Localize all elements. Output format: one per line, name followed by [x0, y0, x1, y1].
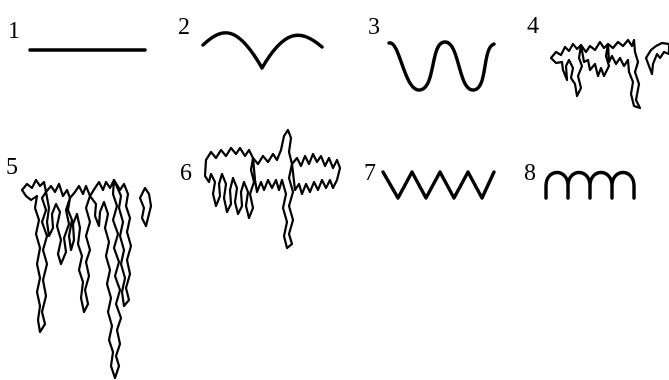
- panel-label-1: 1: [8, 18, 20, 44]
- panel-label-4: 4: [527, 13, 539, 39]
- panel-4: 4: [527, 13, 669, 108]
- zigzag-profile: [383, 172, 494, 198]
- jagged-fingers-long-profile-part: [140, 188, 151, 226]
- panel-label-3: 3: [368, 14, 380, 40]
- jagged-fingers-long-profile: [22, 180, 47, 332]
- jagged-fingers-dense-profile-part: [292, 154, 340, 194]
- jagged-fingers-dense-profile-part: [253, 130, 293, 248]
- deep-wave-profile: [389, 42, 494, 90]
- jagged-fingers-dense-profile: [205, 148, 254, 218]
- panel-1: 1: [8, 18, 145, 50]
- panel-5: 5: [6, 154, 151, 378]
- jagged-fingers-short-profile-part: [646, 43, 669, 74]
- panel-3: 3: [368, 14, 494, 90]
- jagged-fingers-long-profile-part: [90, 180, 121, 378]
- panel-7: 7: [364, 160, 494, 198]
- jagged-fingers-long-profile-part: [46, 184, 70, 264]
- panel-6: 6: [180, 130, 340, 248]
- panel-label-7: 7: [364, 160, 376, 186]
- panel-label-5: 5: [6, 154, 18, 180]
- panel-label-8: 8: [524, 160, 536, 186]
- arches-profile: [546, 173, 634, 199]
- gentle-wave-profile: [203, 33, 322, 68]
- jagged-fingers-short-profile-part: [608, 40, 640, 108]
- panel-label-6: 6: [180, 160, 192, 186]
- panel-2: 2: [178, 14, 322, 68]
- jagged-fingers-long-profile-part: [68, 186, 90, 312]
- panel-8: 8: [524, 160, 634, 198]
- jagged-fingers-short-profile: [551, 44, 582, 96]
- panel-label-2: 2: [178, 14, 190, 40]
- jagged-fingers-short-profile-part: [581, 42, 609, 76]
